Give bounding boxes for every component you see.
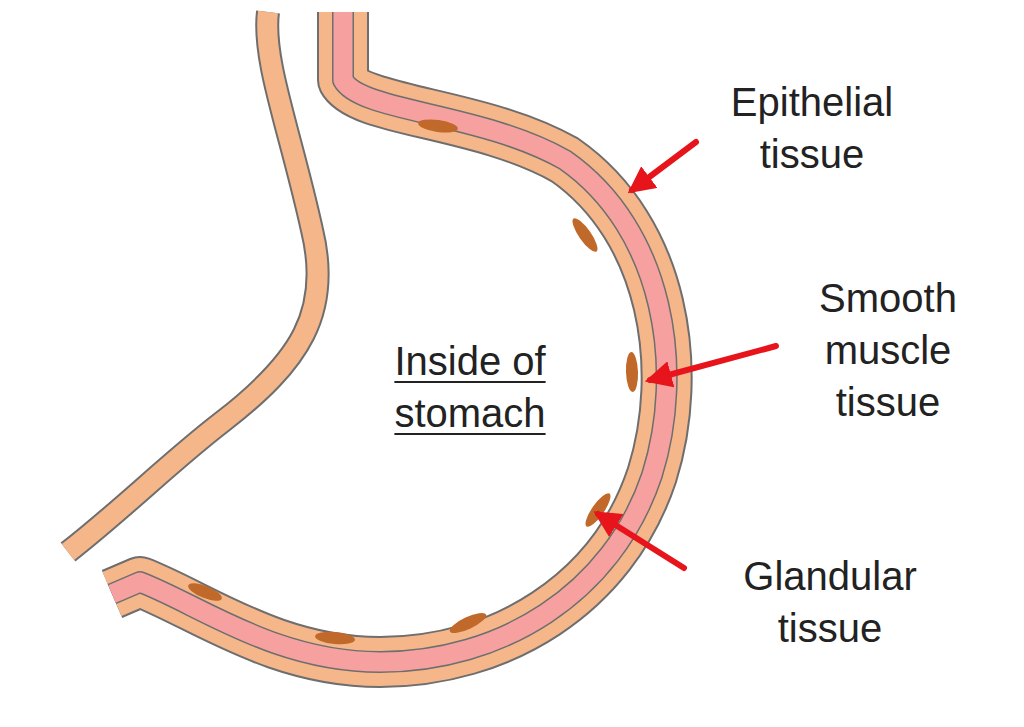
tissue-label: Epithelial tissue: [687, 76, 937, 180]
leader-arrows: [598, 142, 776, 568]
tissue-label: Smooth muscle tissue: [773, 272, 1003, 428]
greater-curvature-wall: [112, 12, 667, 662]
tissue-label: Glandular tissue: [705, 550, 955, 654]
lesser-curvature-wall: [68, 12, 318, 552]
region-label: Inside of stomach: [355, 335, 585, 439]
